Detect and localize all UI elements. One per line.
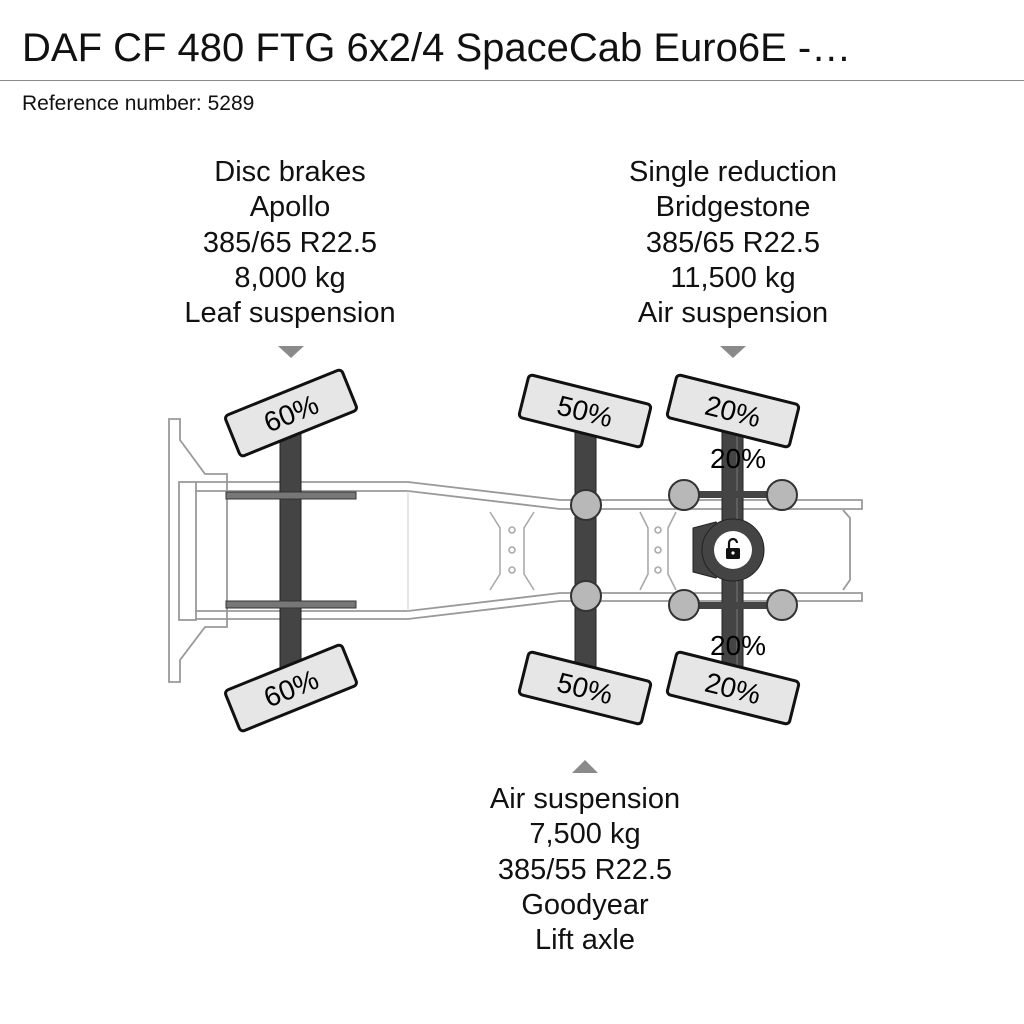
rear-axle-torque-rod-top — [684, 491, 782, 498]
rear-axle-spec-tire-size: 385/65 R22.5 — [645, 226, 821, 259]
title-divider — [0, 80, 1024, 81]
page-title: DAF CF 480 FTG 6x2/4 SpaceCab Euro6E -… — [22, 26, 852, 70]
rear-tire-bottom: 20% — [665, 650, 801, 726]
front-bumper — [168, 418, 228, 683]
lift-axle-spec-tire-size: 385/55 R22.5 — [497, 853, 673, 886]
rear-differential — [692, 518, 765, 582]
rear-tire-top-inner-label: 20% — [710, 443, 766, 474]
rear-air-bag-top-right — [766, 479, 798, 511]
rear-tire-bottom-inner-label: 20% — [710, 630, 766, 661]
front-leaf-spring-left — [225, 491, 357, 500]
front-tire-bottom: 60% — [224, 643, 358, 733]
rear-axle-pointer-arrow — [720, 346, 746, 358]
lift-axle-air-bag-left — [570, 489, 602, 521]
rear-air-bag-top-left — [668, 479, 700, 511]
rear-axle-spec-load: 11,500 kg — [670, 261, 796, 294]
front-axle-spec-suspension: Leaf suspension — [184, 297, 396, 330]
cross-member-1 — [489, 511, 535, 591]
rear-air-bag-bottom-left — [668, 589, 700, 621]
front-axle-pointer-arrow — [278, 346, 304, 358]
front-axle-spec-tire-brand: Apollo — [249, 191, 331, 224]
lift-axle-beam — [574, 419, 597, 681]
lift-axle-specs: Air suspension 7,500 kg 385/55 R22.5 Goo… — [435, 782, 735, 958]
differential-lock-icon — [726, 537, 740, 559]
rear-axle-specs: Single reduction Bridgestone 385/65 R22.… — [583, 155, 883, 331]
lift-axle-spec-type: Lift axle — [535, 924, 635, 957]
lift-axle-spec-suspension: Air suspension — [489, 783, 681, 815]
rear-axle-spec-tire-brand: Bridgestone — [655, 191, 811, 224]
lift-axle-spec-tire-brand: Goodyear — [521, 888, 649, 921]
front-axle-spec-tire-size: 385/65 R22.5 — [202, 226, 378, 259]
front-axle-specs: Disc brakes Apollo 385/65 R22.5 8,000 kg… — [140, 155, 440, 331]
front-axle-beam — [279, 419, 302, 681]
reference-number: Reference number: 5289 — [22, 92, 255, 115]
lift-axle-spec-load: 7,500 kg — [529, 818, 641, 851]
chassis-frame — [196, 481, 863, 620]
front-leaf-spring-right — [225, 600, 357, 609]
rear-axle-spec-reduction: Single reduction — [629, 156, 837, 188]
rear-tire-top: 20% — [665, 373, 801, 449]
lift-axle-air-bag-right — [570, 580, 602, 612]
lift-axle-pointer-arrow — [572, 760, 598, 773]
lift-tire-top: 50% — [517, 373, 653, 449]
rear-axle-torque-rod-bottom — [684, 602, 782, 609]
front-axle-spec-load: 8,000 kg — [234, 261, 346, 294]
rear-axle-spec-suspension: Air suspension — [637, 297, 829, 330]
cross-member-2 — [639, 511, 677, 591]
rear-air-bag-bottom-right — [766, 589, 798, 621]
front-axle-spec-brakes: Disc brakes — [214, 156, 366, 188]
lift-tire-bottom: 50% — [517, 650, 653, 726]
